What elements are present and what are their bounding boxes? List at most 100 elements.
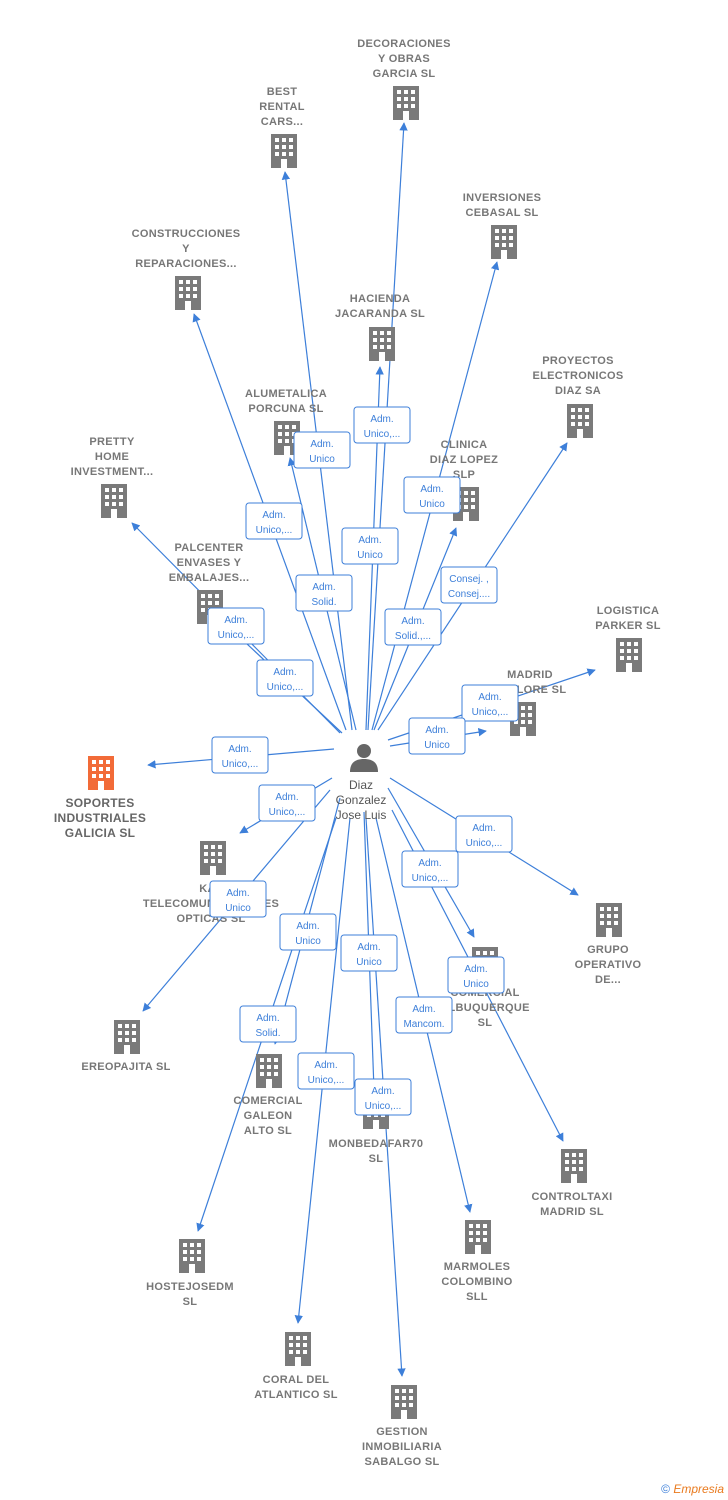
relation-badge-kal-telecomunicaciones[interactable]: Adm.Unico,... xyxy=(258,784,316,822)
relation-badge-logistica-parker[interactable]: Adm.Unico,... xyxy=(461,684,519,722)
company-name-line: PALCENTER xyxy=(174,542,243,554)
company-name-line: MONBEDAFAR70 xyxy=(329,1138,424,1150)
company-name-line: HOSTEJOSEDM xyxy=(146,1281,234,1293)
company-name-line: SL xyxy=(369,1153,384,1165)
relation-badge-marmoles-colombino[interactable]: Adm.Mancom. xyxy=(395,996,453,1034)
relation-box xyxy=(408,717,466,755)
building-icon xyxy=(391,1385,417,1419)
relation-badge-controltaxi[interactable]: Adm.Unico xyxy=(447,956,505,994)
building-icon xyxy=(200,841,226,875)
relation-badge-palcenter[interactable]: Adm.Unico,... xyxy=(256,659,314,697)
relation-label: Unico xyxy=(225,903,251,914)
relation-box xyxy=(341,527,399,565)
company-name-line: PRETTY xyxy=(89,436,135,448)
relation-badge-decoraciones[interactable]: Adm.Unico,... xyxy=(353,406,411,444)
company-node-pretty-home[interactable]: PRETTYHOMEINVESTMENT... xyxy=(71,436,154,518)
company-name-line: Y OBRAS xyxy=(378,53,430,65)
company-name-line: ALUMETALICA xyxy=(245,388,327,400)
relation-label: Unico xyxy=(356,957,382,968)
company-name-line: GALICIA SL xyxy=(65,826,136,840)
relation-badge-monbedafar70[interactable]: Adm. Unico xyxy=(340,934,398,972)
company-node-ereopajita[interactable]: EREOPAJITA SL xyxy=(81,1020,170,1073)
relation-label: Unico xyxy=(419,499,445,510)
relation-box xyxy=(209,880,267,918)
relation-badge-best-rental[interactable]: Adm.Unico xyxy=(293,431,351,469)
copyright-icon: © xyxy=(661,1482,670,1496)
building-icon xyxy=(596,903,622,937)
company-node-hostejosedm[interactable]: HOSTEJOSEDM SL xyxy=(146,1239,234,1308)
company-node-best-rental[interactable]: BESTRENTALCARS... xyxy=(259,86,305,168)
relation-badge-comercial-galeon[interactable]: Adm.Unico xyxy=(279,913,337,951)
relation-badge-pretty-home[interactable]: Adm.Unico,... xyxy=(207,607,265,645)
company-name-line: MARMOLES xyxy=(444,1261,511,1273)
relation-badge-coral-atlantico[interactable]: Adm.Unico,... xyxy=(297,1052,355,1090)
relation-label: Adm. xyxy=(224,615,247,626)
relation-badge-inversiones-cebasal[interactable]: Adm. Unico xyxy=(403,476,461,514)
relation-box xyxy=(207,607,265,645)
relation-label: Adm. xyxy=(226,888,249,899)
company-name-line: HOME xyxy=(95,451,129,463)
company-name-line: SL xyxy=(183,1296,198,1308)
relation-box xyxy=(440,566,498,604)
relation-box xyxy=(384,608,442,646)
relation-label: Adm. xyxy=(357,942,380,953)
relation-badge-hacienda-jacaranda[interactable]: Adm.Unico xyxy=(341,527,399,565)
company-name-line: HACIENDA xyxy=(350,293,410,305)
company-name-line: CONSTRUCCIONES xyxy=(132,228,241,240)
relation-badge-comercial-albuquerque[interactable]: Adm.Unico,... xyxy=(401,850,459,888)
company-name-line: RENTAL xyxy=(259,101,305,113)
relation-label: Adm. xyxy=(420,484,443,495)
relation-label: Unico xyxy=(309,454,335,465)
relation-badge-proyectos-electronicos[interactable]: Consej. ,Consej.... xyxy=(440,566,498,604)
relation-badge-construcciones[interactable]: Adm.Unico,... xyxy=(245,502,303,540)
center-person-node[interactable]: Diaz Gonzalez Jose Luis xyxy=(336,744,387,822)
company-node-grupo-operativo[interactable]: GRUPOOPERATIVODE... xyxy=(575,903,642,986)
relation-label: Unico,... xyxy=(472,707,509,718)
relation-label: Solid. xyxy=(255,1028,280,1039)
footer-brand[interactable]: © Empresia xyxy=(661,1482,724,1496)
company-name-line: SABALGO SL xyxy=(364,1456,439,1468)
relation-badge-soportes-industriales[interactable]: Adm.Unico,... xyxy=(211,736,269,774)
building-icon xyxy=(179,1239,205,1273)
building-icon xyxy=(285,1332,311,1366)
company-name-line: CONTROLTAXI xyxy=(531,1191,612,1203)
relation-badge-clinica-diaz[interactable]: Adm.Solid.,... xyxy=(384,608,442,646)
relation-badge-madrid-explore[interactable]: Adm.Unico xyxy=(408,717,466,755)
company-node-alumetalica[interactable]: ALUMETALICA PORCUNA SL xyxy=(245,388,327,455)
relation-badge-ereopajita[interactable]: Adm. Unico xyxy=(209,880,267,918)
relation-badge-alumetalica[interactable]: Adm.Solid. xyxy=(295,574,353,612)
relation-label: Consej. , xyxy=(449,574,488,585)
company-name-line: ELECTRONICOS xyxy=(533,370,624,382)
relation-box xyxy=(353,406,411,444)
relation-label: Unico,... xyxy=(466,838,503,849)
relation-label: Unico,... xyxy=(256,525,293,536)
company-name-line: DE... xyxy=(595,974,621,986)
relation-label: Adm. xyxy=(425,725,448,736)
relation-label: Adm. xyxy=(314,1060,337,1071)
company-node-construcciones[interactable]: CONSTRUCCIONESYREPARACIONES... xyxy=(132,228,241,310)
building-icon xyxy=(561,1149,587,1183)
relation-label: Unico xyxy=(463,979,489,990)
company-name-line: EMBALAJES... xyxy=(169,572,250,584)
company-name-line: PROYECTOS xyxy=(542,355,614,367)
relation-label: Mancom. xyxy=(403,1019,444,1030)
company-name-line: PORCUNA SL xyxy=(248,403,323,415)
relation-badge-grupo-operativo[interactable]: Adm.Unico,... xyxy=(455,815,513,853)
relation-badge-gestion-inmobiliaria[interactable]: Adm.Unico,... xyxy=(354,1078,412,1116)
company-name-line: SLL xyxy=(466,1291,488,1303)
relation-badge-hostejosedm[interactable]: Adm.Solid. xyxy=(239,1005,297,1043)
